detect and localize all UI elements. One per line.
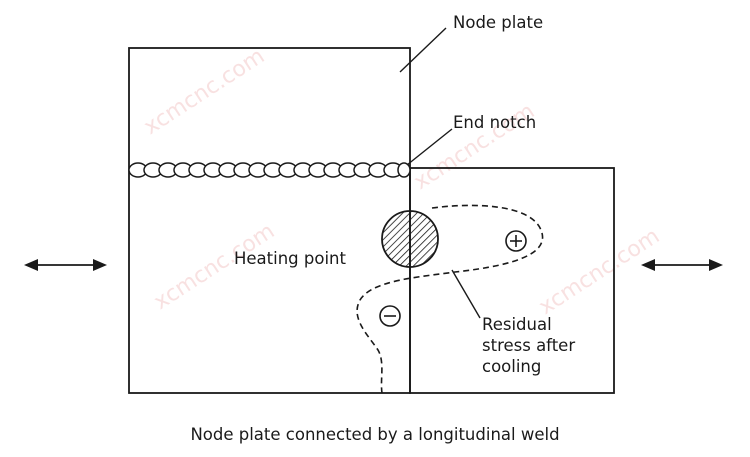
left-force-arrow (24, 259, 107, 271)
tension-symbol (505, 230, 527, 252)
right-force-arrow (641, 259, 723, 271)
heating-point-circle (381, 210, 439, 268)
residual-label-line3: cooling (482, 357, 541, 376)
watermark-1: xcmcnc.com (140, 44, 270, 140)
residual-label-line1: Residual (482, 315, 552, 334)
heating-point-label: Heating point (234, 249, 347, 268)
residual-stress-contour (356, 204, 544, 394)
residual-label-line2: stress after (482, 336, 575, 355)
compression-symbol (379, 305, 401, 327)
residual-leader (451, 269, 481, 319)
weld-bead (128, 162, 411, 178)
watermark-4: xcmcnc.com (535, 224, 665, 320)
end-notch-leader (406, 128, 453, 166)
node-plate-label: Node plate (453, 13, 543, 32)
watermarks: xcmcnc.com xcmcnc.com xcmcnc.com xcmcnc.… (140, 44, 665, 320)
end-notch-label: End notch (453, 113, 536, 132)
main-plate (409, 167, 615, 394)
node-plate-leader (399, 27, 447, 73)
figure-caption: Node plate connected by a longitudinal w… (190, 425, 559, 444)
